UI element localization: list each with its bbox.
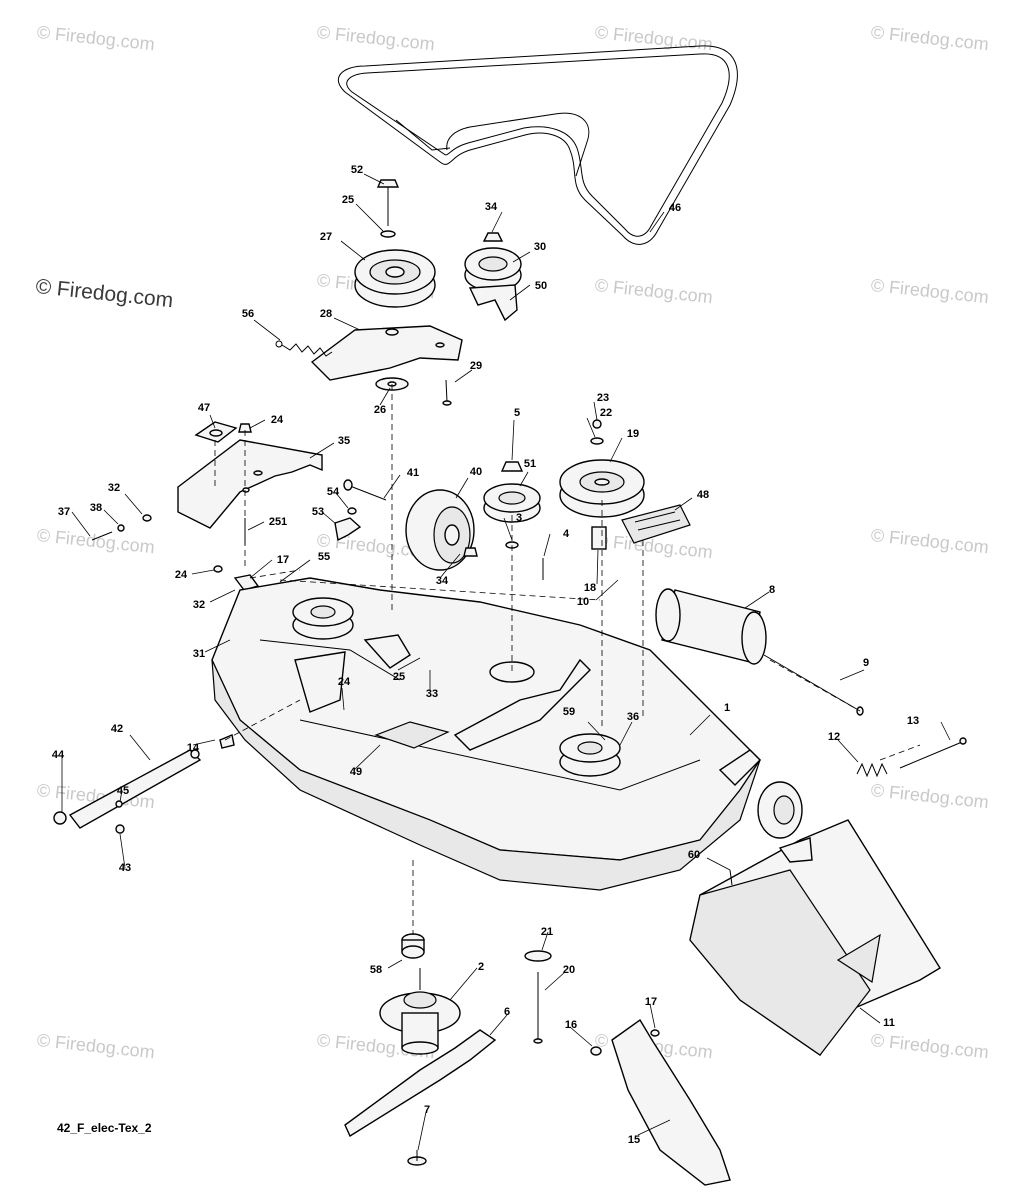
leader-lines [61,173,951,1151]
discharge-chute-11 [689,819,941,1056]
callout-4: 4 [562,528,570,540]
diagram-code: 42_F_elec-Tex_2 [57,1121,152,1135]
callout-251: 251 [268,516,288,528]
callout-20: 20 [562,964,576,976]
callout-26: 26 [373,404,387,416]
blade-6 [344,1029,497,1166]
mower-deck-1 [211,577,803,891]
callout-9: 9 [862,657,870,669]
callout-55: 55 [317,551,331,563]
pulley-30 [464,232,522,322]
shield-35 [177,421,323,545]
pulley-19 [559,419,645,550]
lift-link-42 [53,734,235,834]
assembly-lines [214,384,921,935]
pulley-51 [483,461,544,580]
callout-40: 40 [469,466,483,478]
callout-54: 54 [326,486,340,498]
callout-1: 1 [723,702,731,714]
callout-7: 7 [423,1104,431,1116]
callout-34-lower: 34 [435,575,449,587]
callout-27: 27 [319,231,333,243]
callout-58: 58 [369,964,383,976]
belt-46 [338,45,738,245]
callout-11: 11 [883,1017,895,1029]
callout-24-left: 24 [174,569,188,581]
callout-52: 52 [350,164,364,176]
callout-19: 19 [626,428,640,440]
callout-41: 41 [406,467,420,479]
callout-25: 25 [341,194,355,206]
callout-8: 8 [768,584,776,596]
callout-23: 23 [596,392,610,404]
idler-pulley-27 [354,179,436,308]
decal-48 [621,504,691,544]
callout-25-lower: 25 [392,671,406,683]
callout-48: 48 [696,489,710,501]
roller-40 [405,489,478,571]
callout-46: 46 [668,202,682,214]
callout-24-top: 24 [270,414,284,426]
callout-13: 13 [906,715,920,727]
callout-51: 51 [523,458,537,470]
callout-50: 50 [534,280,548,292]
bolt-41 [334,479,387,542]
roller-8 [655,588,864,716]
callout-22: 22 [599,407,613,419]
callout-17-upper: 17 [276,554,290,566]
callout-15: 15 [627,1134,641,1146]
callout-14: 14 [186,742,200,754]
callout-24-deck: 24 [337,676,351,688]
callout-53: 53 [311,506,325,518]
callout-32-upper: 32 [107,482,121,494]
callout-45: 45 [116,785,130,797]
callout-6: 6 [503,1006,511,1018]
callout-37: 37 [57,506,71,518]
spring-12 [856,737,967,778]
callout-12: 12 [827,731,841,743]
callout-2: 2 [477,961,485,973]
callout-28: 28 [319,308,333,320]
callout-47: 47 [197,402,211,414]
callout-49: 49 [349,766,363,778]
idler-arm-28 [275,325,463,406]
washer-21-bolt-20 [524,950,552,1044]
spindle-2 [379,933,461,1055]
callout-3: 3 [515,512,523,524]
callout-16: 16 [564,1019,578,1031]
callout-35: 35 [337,435,351,447]
callout-36: 36 [626,711,640,723]
callout-38: 38 [89,502,103,514]
callout-18: 18 [583,582,597,594]
callout-44: 44 [51,749,65,761]
callout-43: 43 [118,862,132,874]
callout-31: 31 [192,648,206,660]
callout-21: 21 [540,926,554,938]
callout-5: 5 [513,407,521,419]
callout-59: 59 [562,706,576,718]
callout-60: 60 [687,849,701,861]
callout-32-lower: 32 [192,599,206,611]
callout-33: 33 [425,688,439,700]
callout-29: 29 [469,360,483,372]
callout-56: 56 [241,308,255,320]
hardware-37-38-32 [91,514,260,591]
callout-17-lower: 17 [644,996,658,1008]
callout-42: 42 [110,723,124,735]
deflector-15 [590,1018,731,1186]
callout-10: 10 [576,596,590,608]
callout-34: 34 [484,201,498,213]
callout-30: 30 [533,241,547,253]
